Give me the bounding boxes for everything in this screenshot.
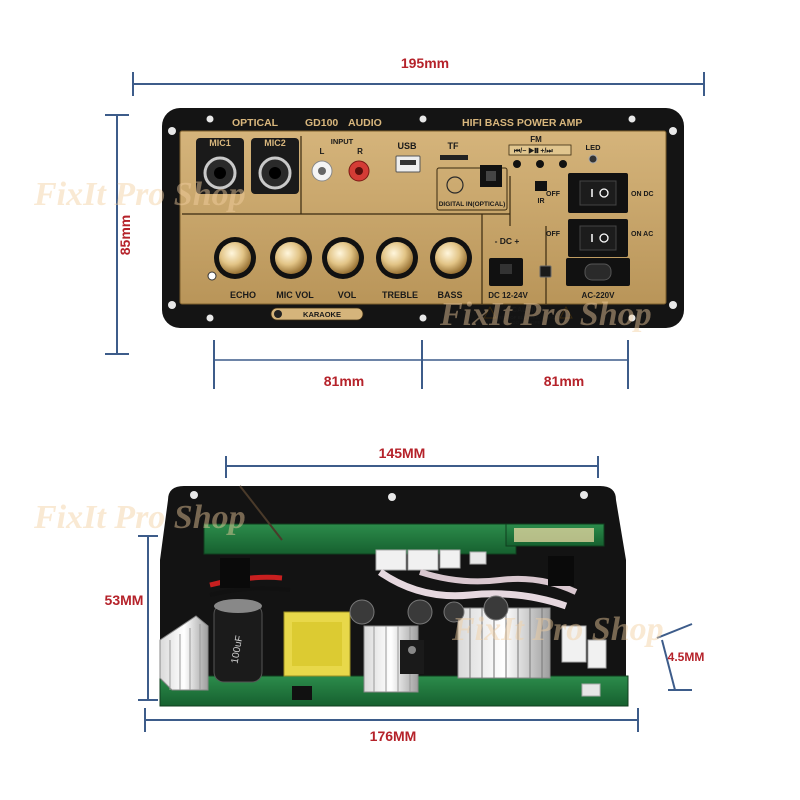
dim-176-label: 176MM [370,728,417,744]
dc-range-label: DC 12-24V [488,291,528,300]
input-label: INPUT [331,137,354,146]
dim-145-label: 145MM [379,445,426,461]
control-knobs: ECHO MIC VOL VOL TREBLE BASS [207,237,472,300]
watermark-bottom-left: FixIt Pro Shop [33,499,246,536]
top-dimension-85: 85mm [105,114,133,355]
top-dimension-81-81: 81mm 81mm [213,340,629,389]
knob-label-echo: ECHO [230,290,256,300]
ac-label: AC-220V [582,291,616,300]
dim-81-left-label: 81mm [324,373,364,389]
tf-label: TF [448,141,459,151]
mic2-label: MIC2 [264,138,286,148]
dim-85-label: 85mm [117,215,133,255]
heatsink-center [363,625,424,693]
knob-treble [376,237,418,279]
header-model: GD100 [305,117,338,129]
watermark-top-left: FixIt Pro Shop [33,176,246,213]
on-ac-label: ON AC [631,231,653,238]
input-r-label: R [357,147,363,156]
watermark-top-right: FixIt Pro Shop [439,296,652,333]
knob-vol [322,237,364,279]
karaoke-label: KARAOKE [303,310,341,319]
input-l-label: L [320,147,325,156]
usb-label: USB [397,141,417,151]
dim-81-right-label: 81mm [544,373,584,389]
off1-label: OFF [546,191,561,198]
bottom-dimension-4-5: 4.5MM [656,623,705,691]
knob-mic-vol [270,237,312,279]
off2-label: OFF [546,231,561,238]
heatsink-right [457,607,551,679]
led-label: LED [586,143,602,152]
knob-label-treble: TREBLE [382,290,418,300]
usb-tf-ports: USB TF [395,141,468,173]
top-dimension-195: 195mm [132,55,705,96]
caution-line2: DO NOT OPEN [512,320,544,325]
fm-buttons: FM ⏮/− ▶❙❙ +/⏭ LED IR [508,135,602,205]
knob-label-bass: BASS [437,290,462,300]
transformer [283,611,351,677]
ic-chip [292,686,312,700]
amp-board-rear: 100uF [159,485,629,707]
watermark-bottom-right: FixIt Pro Shop [451,611,664,648]
bottom-dimension-53: 53MM [105,535,158,701]
on-dc-label: ON DC [631,191,654,198]
karaoke-badge: KARAOKE [270,307,364,321]
capacitor: 100uF [213,599,263,683]
dim-195-label: 195mm [401,55,449,71]
header-optical: OPTICAL [232,117,279,129]
knob-label-vol: VOL [338,290,357,300]
knob-label-mic-vol: MIC VOL [276,290,314,300]
knob-echo [207,237,256,281]
header-title: HIFI BASS POWER AMP [462,117,582,129]
fm-label: FM [530,135,542,144]
dim-4-5-label: 4.5MM [668,650,705,664]
bottom-dimension-145: 145MM [225,445,599,478]
rca-input: INPUT L R [311,137,370,182]
svg-text:⏮/− ▶❙❙ +/⏭: ⏮/− ▶❙❙ +/⏭ [514,147,553,155]
capacitor-label: 100uF [230,635,246,665]
mic-jacks: MIC1 MIC2 [196,138,299,194]
dim-53-label: 53MM [105,592,144,608]
caution-label: CAUTION RISK OF ELECTRIC SHOCK DO NOT OP… [483,305,573,325]
header-audio: AUDIO [348,117,382,129]
caution-line1: RISK OF ELECTRIC SHOCK [498,315,558,320]
heatsink-left [159,615,209,691]
dc-label: - DC + [495,236,520,246]
bottom-dimension-176: 176MM [144,708,639,744]
knob-bass [430,237,472,279]
digital-optical: DIGITAL IN(OPTICAL) [436,165,508,211]
mic1-label: MIC1 [209,138,231,148]
digital-label: DIGITAL IN(OPTICAL) [439,201,506,208]
ir-label: IR [538,198,545,205]
power-switches: OFF ON DC OFF ON AC AC-220V - DC + DC 12… [488,173,654,300]
caution-title: CAUTION [512,307,544,314]
